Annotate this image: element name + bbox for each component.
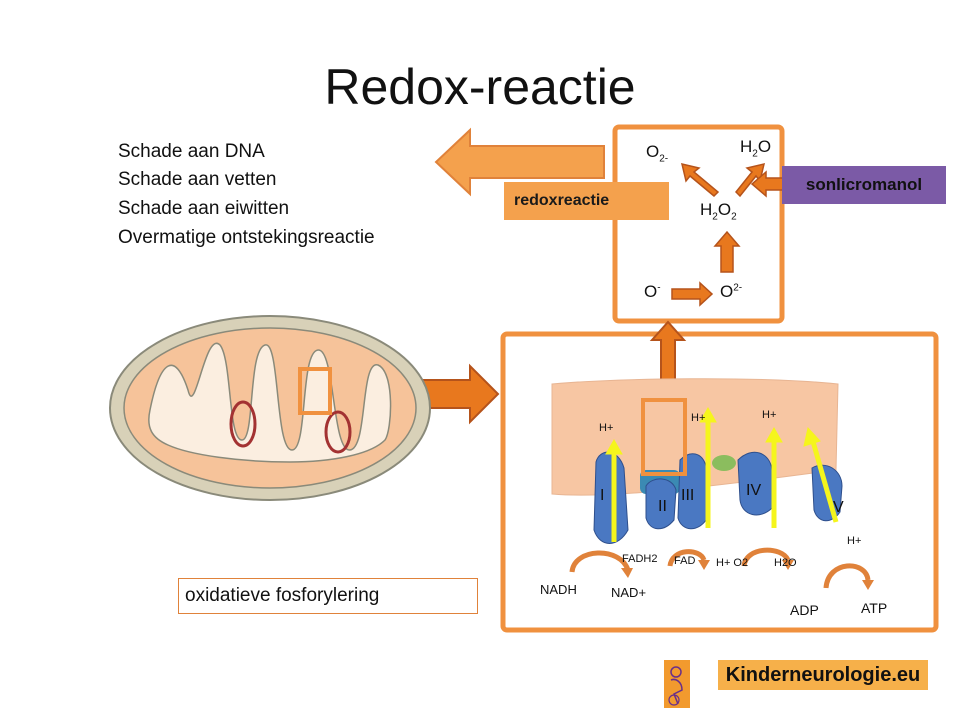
reaction-curves: [569, 547, 871, 589]
mito-zoom-box: [298, 367, 332, 415]
h2o-o: O: [757, 137, 772, 156]
atp-label: ATP: [861, 600, 888, 616]
adp-label: ADP: [790, 602, 819, 618]
proton-label-3: H+: [762, 409, 777, 421]
h2o2-o: O: [717, 200, 732, 219]
complex-II-label: II: [658, 498, 667, 515]
proton-label-2: H+: [691, 412, 706, 424]
o-2minus-charge: 2-: [733, 282, 743, 294]
complex-III-label: III: [681, 487, 695, 504]
o-2minus-symbol: O: [720, 282, 734, 301]
proton-label-4: H+: [847, 535, 862, 547]
reaction-curve-heads: [621, 560, 874, 590]
nad-label: NAD+: [611, 585, 647, 600]
h-o2-label: H+ O2: [716, 557, 749, 569]
consequence-fats: Schade aan vetten: [118, 169, 277, 190]
h2o2-h: H: [700, 200, 713, 219]
complex-II-shape: [645, 478, 677, 530]
process-label: oxidatieve fosforylering: [178, 578, 478, 614]
o2-superoxide-label: O2-: [646, 142, 668, 164]
drug-label: sonlicromanol: [782, 166, 946, 204]
consequence-dna: Schade aan DNA: [118, 141, 265, 162]
consequence-inflammation: Overmatige ontstekingsreactie: [118, 227, 375, 248]
o2-symbol: O: [646, 142, 660, 161]
fad-label: FAD: [674, 555, 696, 567]
complex-I-shape: [593, 451, 629, 544]
fadh2-label: FADH2: [622, 553, 658, 565]
proton-label-1: H+: [599, 422, 614, 434]
logo-background: [718, 660, 928, 690]
o-minus-symbol: O: [644, 282, 658, 301]
h2o-h: H: [740, 137, 753, 156]
h2o2-sub2: 2: [731, 211, 737, 223]
page-title: Redox-reactie: [324, 59, 636, 115]
o-minus-charge: -: [657, 282, 661, 294]
mitochondrion-illustration: [109, 315, 431, 501]
left-arrow-to-damage: [434, 127, 605, 197]
h2o-chain-label: H2O: [774, 557, 797, 569]
h2o-sub: 2: [752, 148, 758, 160]
redox-label: redoxreactie: [504, 182, 669, 220]
complex-V-label: V: [833, 499, 844, 516]
logo-text[interactable]: Kinderneurologie.eu: [725, 664, 921, 686]
cytochrome-c: [712, 455, 736, 471]
complex-IV-label: IV: [746, 482, 762, 499]
logo-icon: [664, 660, 690, 708]
h2o2-label: H2O2: [700, 200, 737, 222]
chain-zoom-box: [641, 398, 687, 476]
o-2minus-label: O2-: [720, 282, 742, 302]
redox-arrows: [671, 162, 791, 307]
h2o2-sub1: 2: [712, 211, 718, 223]
o-minus-label: O-: [644, 282, 661, 302]
proton-arrows: [605, 406, 839, 542]
complex-I-label: I: [600, 487, 605, 504]
h2o-label: H2O: [740, 137, 771, 159]
redox-box: [612, 124, 785, 324]
consequence-proteins: Schade aan eiwitten: [118, 198, 290, 219]
o2-charge: 2-: [659, 153, 669, 165]
nadh-label: NADH: [540, 582, 577, 597]
